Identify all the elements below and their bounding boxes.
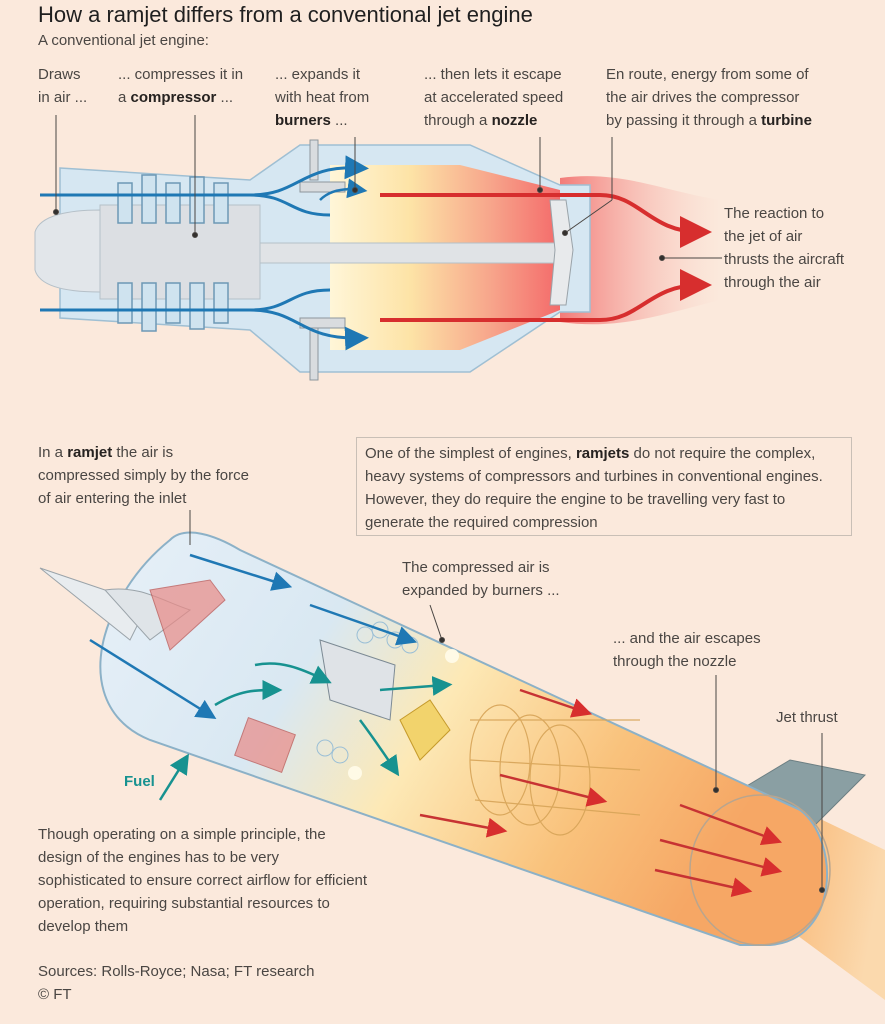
label-ramjet-intro-line-1: In a ramjet the air is (38, 441, 249, 464)
label-burners-line-3: burners ... (275, 109, 369, 132)
label-escapes-line-1: ... and the air escapes (613, 630, 761, 647)
label-compressor-line-1: ... compresses it in (118, 66, 244, 83)
label-compressor-bold: compressor (130, 89, 217, 106)
info-box-bold: ramjets (575, 445, 630, 462)
label-ramjet-intro-pre: In a (38, 444, 68, 461)
jet-engine-subtitle: A conventional jet engine: (38, 32, 209, 49)
label-ramjet-intro-line-3: of air entering the inlet (38, 490, 187, 507)
label-draws-air: Draws in air ... (38, 63, 87, 109)
label-fuel: Fuel (124, 773, 155, 790)
label-draws-line-1: Draws (38, 66, 81, 83)
sources-line: Sources: Rolls-Royce; Nasa; FT research (38, 963, 315, 980)
ramjet-design-note: Though operating on a simple principle, … (38, 826, 368, 935)
page-title: How a ramjet differs from a conventional… (38, 2, 533, 27)
sources: Sources: Rolls-Royce; Nasa; FT research … (38, 960, 314, 1006)
info-box-post: do not require the complex, heavy system… (365, 445, 823, 531)
label-burners-post: ... (330, 112, 348, 129)
label-burners-line-1: ... expands it (275, 66, 361, 83)
label-nozzle-bold: nozzle (491, 112, 538, 129)
label-turbine-line-2: the air drives the compressor (606, 89, 800, 106)
ramjet-drawing (39, 510, 885, 1000)
label-compressor-line-2: a compressor ... (118, 86, 243, 109)
label-reaction-line-1: The reaction to (724, 205, 825, 222)
label-compressor: ... compresses it in a compressor ... (118, 63, 243, 109)
label-compressed-air: The compressed air is expanded by burner… (402, 556, 560, 602)
label-compressed-line-1: The compressed air is (402, 559, 550, 576)
label-reaction: The reaction to the jet of air thrusts t… (724, 202, 844, 294)
label-compressed-line-2: expanded by burners ... (402, 582, 560, 599)
label-turbine: En route, energy from some of the air dr… (606, 63, 812, 132)
label-nozzle-line-3: through a nozzle (424, 109, 563, 132)
ramjet-info-box: One of the simplest of engines, ramjets … (356, 437, 852, 536)
label-burners-bold: burners (275, 112, 331, 129)
label-burners: ... expands it with heat from burners ..… (275, 63, 369, 132)
label-draws-line-2: in air ... (38, 89, 88, 106)
label-turbine-line-1: En route, energy from some of (606, 66, 809, 83)
label-burners-line-2: with heat from (275, 89, 370, 106)
label-reaction-line-4: through the air (724, 274, 821, 291)
label-ramjet-intro-post: the air is (112, 444, 174, 461)
label-ramjet-intro-line-2: compressed simply by the force (38, 467, 249, 484)
label-jet-thrust: Jet thrust (776, 709, 838, 726)
label-turbine-pre: by passing it through a (606, 112, 762, 129)
label-nozzle-line-2: at accelerated speed (424, 89, 564, 106)
label-nozzle-line-1: ... then lets it escape (424, 66, 562, 83)
label-compressor-post: ... (216, 89, 234, 106)
label-ramjet-intro-bold: ramjet (67, 444, 113, 461)
label-turbine-line-3: by passing it through a turbine (606, 109, 812, 132)
label-compressor-a: a (118, 89, 131, 106)
copyright-line: © FT (38, 986, 72, 1003)
label-air-escapes: ... and the air escapes through the nozz… (613, 627, 761, 673)
label-escapes-line-2: through the nozzle (613, 653, 737, 670)
label-turbine-bold: turbine (761, 112, 812, 129)
info-box-pre: One of the simplest of engines, (365, 445, 576, 462)
jet-engine-drawing (34, 115, 722, 381)
label-nozzle: ... then lets it escape at accelerated s… (424, 63, 563, 132)
label-nozzle-pre: through a (424, 112, 492, 129)
label-reaction-line-3: thrusts the aircraft (724, 251, 845, 268)
label-ramjet-intro: In a ramjet the air is compressed simply… (38, 441, 249, 510)
label-reaction-line-2: the jet of air (724, 228, 803, 245)
